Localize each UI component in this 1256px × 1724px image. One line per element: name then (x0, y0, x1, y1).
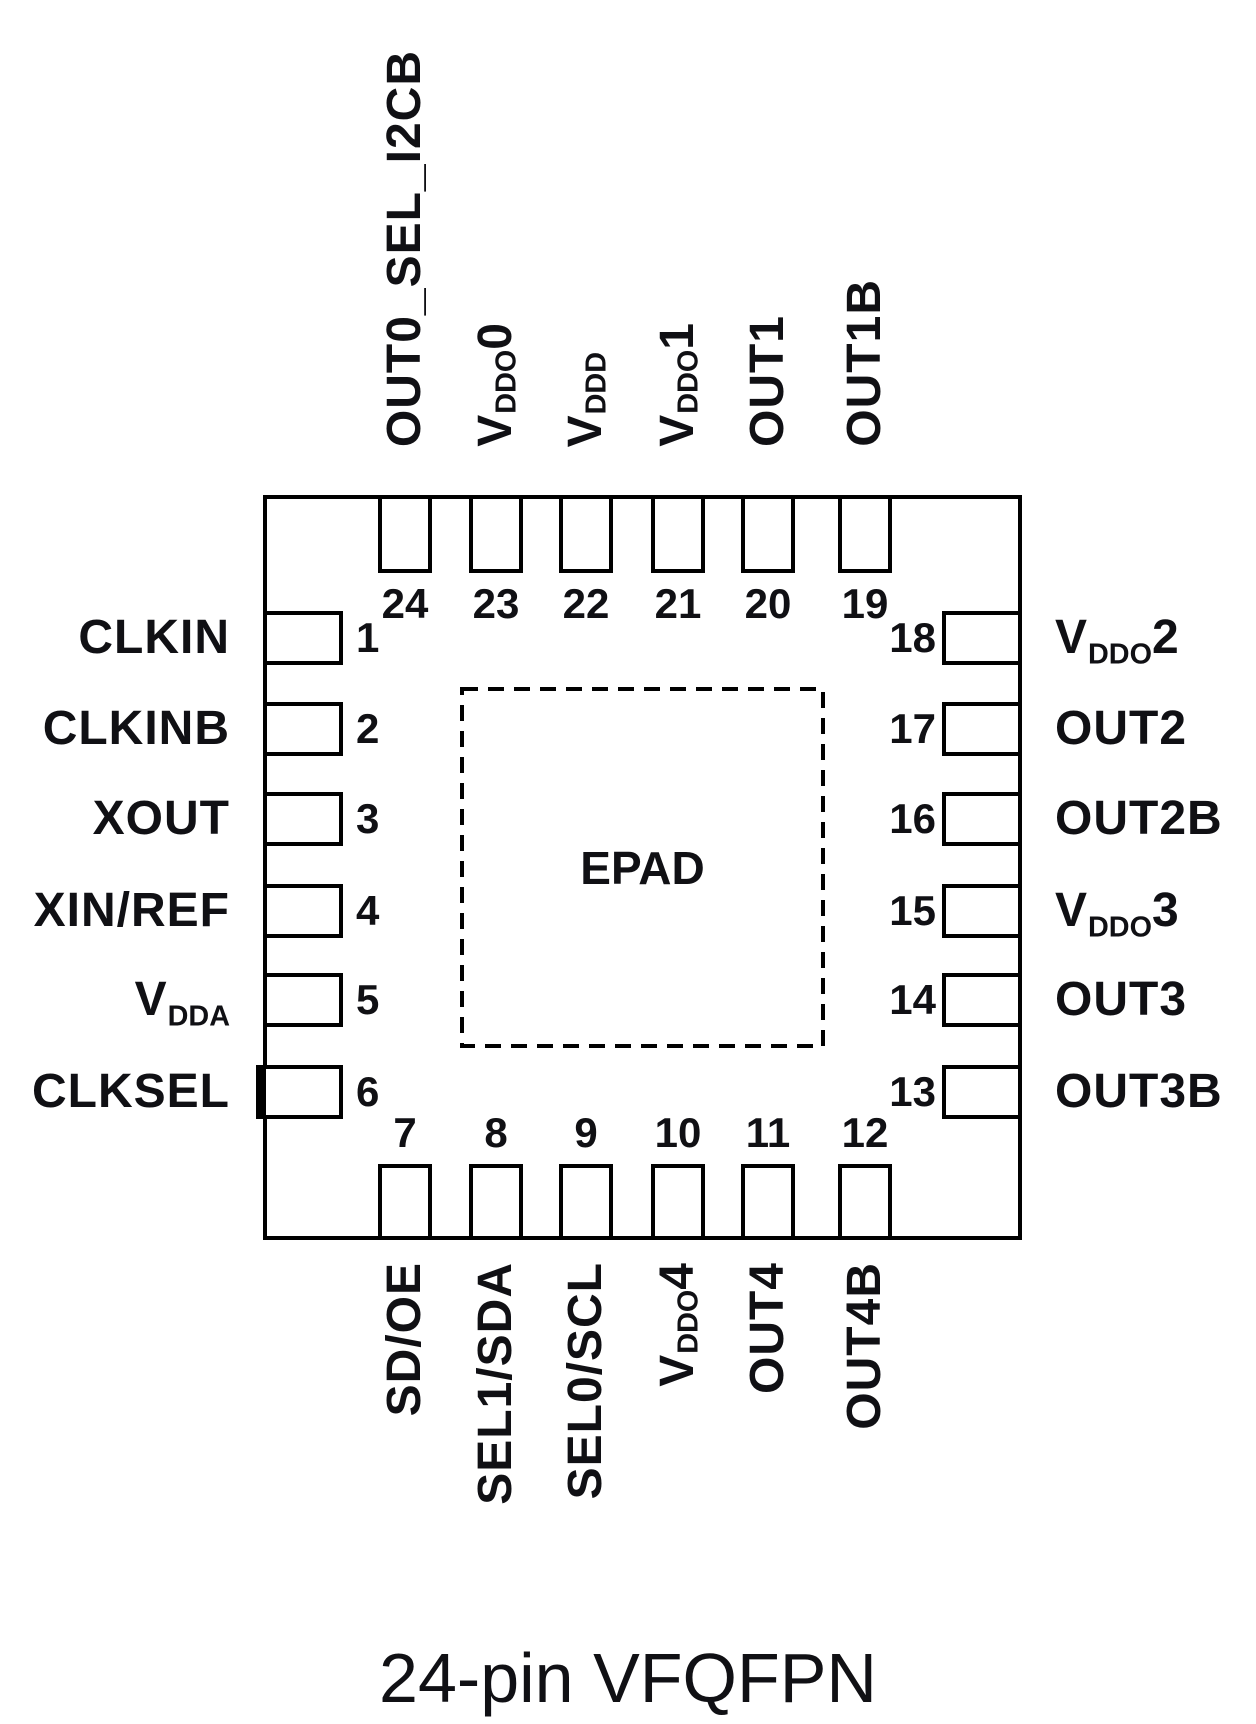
pin-box-18 (942, 611, 1022, 665)
pin-box-3 (263, 792, 343, 846)
pin-number-8: 8 (484, 1109, 508, 1156)
pin-number-5: 5 (356, 976, 380, 1023)
pin-number-20: 20 (744, 580, 792, 627)
pin-number-13: 13 (889, 1068, 936, 1115)
pin-box-10 (651, 1164, 705, 1240)
epad-outline (460, 687, 825, 1048)
pin-box-24 (378, 495, 432, 573)
pin-label-7: SD/OE (378, 1262, 431, 1417)
pin-number-21: 21 (654, 580, 702, 627)
pin-label-22: VDDD (559, 351, 613, 447)
pin-number-2: 2 (356, 705, 380, 752)
pin-label-16: OUT2B (1055, 792, 1223, 845)
pin-number-11: 11 (745, 1109, 791, 1156)
pin-label-13: OUT3B (1055, 1065, 1223, 1118)
pin-box-11 (741, 1164, 795, 1240)
pin-number-14: 14 (889, 976, 936, 1023)
pin-label-2: CLKINB (42, 702, 230, 755)
pin-label-3: XOUT (92, 792, 230, 845)
pin-number-18: 18 (889, 614, 936, 661)
pin-label-17: OUT2 (1055, 702, 1188, 755)
pin-number-23: 23 (472, 580, 520, 627)
figure-title: 24-pin VFQFPN (379, 1639, 877, 1717)
pin-number-22: 22 (562, 580, 610, 627)
pin-label-15: VDDO3 (1055, 884, 1180, 944)
pin-number-12: 12 (841, 1109, 889, 1156)
pin-label-10: VDDO4 (651, 1262, 705, 1387)
pin-box-22 (559, 495, 613, 573)
pin-label-19: OUT1B (838, 279, 891, 447)
pin-box-12 (838, 1164, 892, 1240)
pin-number-4: 4 (356, 887, 380, 934)
pin-box-2 (263, 702, 343, 756)
pin-box-9 (559, 1164, 613, 1240)
pin-number-6: 6 (356, 1068, 380, 1115)
pin-box-19 (838, 495, 892, 573)
pin-box-1 (263, 611, 343, 665)
pin-box-17 (942, 702, 1022, 756)
pin-label-4: XIN/REF (33, 884, 230, 937)
pin-number-16: 16 (889, 795, 936, 842)
pin-box-7 (378, 1164, 432, 1240)
pin-box-15 (942, 884, 1022, 938)
pin-box-5 (263, 973, 343, 1027)
pin-label-11: OUT4 (741, 1262, 794, 1395)
pin-number-10: 10 (654, 1109, 702, 1156)
pin-number-17: 17 (889, 705, 936, 752)
pin-box-14 (942, 973, 1022, 1027)
pin-label-21: VDDO1 (651, 322, 705, 447)
pin-number-1: 1 (356, 614, 380, 661)
pin-box-8 (469, 1164, 523, 1240)
pin-label-14: OUT3 (1055, 973, 1188, 1026)
pin-label-8: SEL1/SDA (469, 1262, 522, 1505)
pin-label-23: VDDO0 (469, 322, 523, 447)
pin-box-16 (942, 792, 1022, 846)
pin-label-6: CLKSEL (32, 1065, 230, 1118)
pin-label-5: VDDA (134, 973, 230, 1033)
pin-number-24: 24 (381, 580, 429, 627)
pin-box-4 (263, 884, 343, 938)
pin-box-20 (741, 495, 795, 573)
pin-box-23 (469, 495, 523, 573)
package-outline (263, 495, 1022, 1240)
pin-number-19: 19 (841, 580, 889, 627)
pin-number-9: 9 (574, 1109, 598, 1156)
pin-label-9: SEL0/SCL (559, 1262, 612, 1500)
pin-label-24: OUT0_SEL_I2CB (378, 49, 431, 447)
pin-label-12: OUT4B (838, 1262, 891, 1430)
pin-box-13 (942, 1065, 1022, 1119)
pin-number-3: 3 (356, 795, 380, 842)
pin-label-18: VDDO2 (1055, 611, 1180, 671)
pin-label-20: OUT1 (741, 314, 794, 447)
pin-number-15: 15 (889, 887, 936, 934)
pin-number-7: 7 (393, 1109, 417, 1156)
pin-box-21 (651, 495, 705, 573)
pin-label-1: CLKIN (78, 611, 230, 664)
pin-box-6 (256, 1065, 343, 1119)
epad-label: EPAD (580, 842, 705, 894)
